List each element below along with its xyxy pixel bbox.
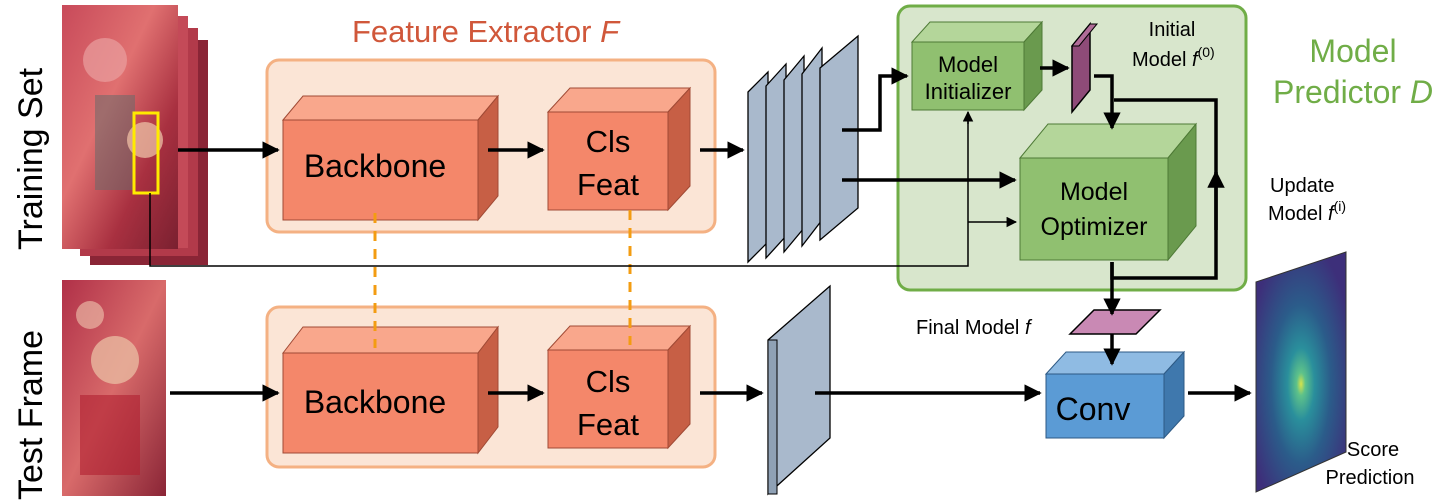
target-bounding-box [132, 111, 160, 195]
initial-model-label-line2: Model f(0) [1132, 44, 1215, 71]
model-predictor-title-line1: Model [1309, 33, 1396, 69]
cls-feat-top-label-line2: Feat [577, 167, 639, 202]
model-optimizer-label-line1: Model [1060, 178, 1128, 206]
final-model-label: Final Model f [916, 317, 1033, 339]
backbone-top-block: Backbone [281, 94, 500, 222]
training-set-label: Training Set [12, 67, 50, 250]
model-initializer-label-line2: Initializer [925, 79, 1012, 104]
cls-feat-bottom-block: Cls Feat [546, 324, 692, 450]
cls-feat-bottom-label-line2: Feat [577, 407, 639, 442]
model-predictor-title-line2: Predictor D [1273, 74, 1433, 110]
score-prediction-label-line2: Prediction [1326, 467, 1415, 489]
score-prediction-label-line1: Score [1347, 439, 1399, 461]
photo-icon [62, 280, 166, 496]
backbone-bottom-block: Backbone [281, 325, 500, 455]
cls-feat-bottom-label-line1: Cls [586, 364, 631, 399]
feature-extractor-title: Feature Extractor F [352, 14, 621, 49]
backbone-bottom-label: Backbone [304, 384, 446, 420]
model-initializer-label-line1: Model [938, 52, 998, 77]
flow-arrows [170, 59, 1252, 402]
update-model-label-line2: Model f(i) [1268, 198, 1346, 225]
initial-model-filter [1070, 21, 1099, 115]
test-feature-map [767, 284, 831, 496]
photo-stack-icon [62, 5, 208, 265]
model-optimizer-block: Model Optimizer [1018, 122, 1198, 262]
cls-feat-top-block: Cls Feat [546, 86, 692, 212]
conv-block: Conv [1044, 350, 1186, 440]
backbone-top-label: Backbone [304, 148, 446, 184]
training-feature-maps [747, 34, 859, 264]
model-optimizer-label-line2: Optimizer [1041, 213, 1148, 241]
conv-label: Conv [1056, 391, 1131, 427]
cls-feat-top-label-line1: Cls [586, 124, 631, 159]
test-frame-label: Test Frame [12, 330, 50, 500]
final-model-filter [1068, 309, 1162, 335]
heatmap-icon [1255, 251, 1347, 493]
update-model-label-line1: Update [1270, 175, 1335, 197]
initial-model-label-line1: Initial [1149, 19, 1196, 41]
bbox-annotation-line [149, 110, 1018, 267]
model-initializer-block: Model Initializer [910, 20, 1044, 112]
